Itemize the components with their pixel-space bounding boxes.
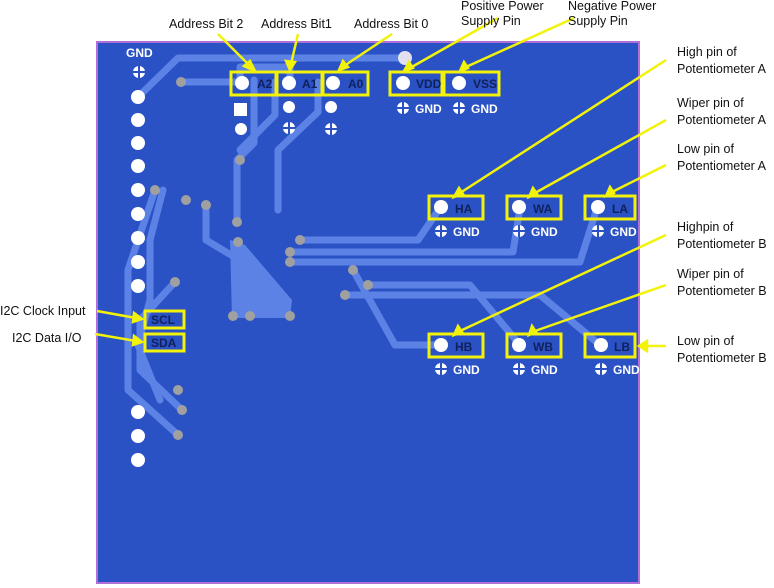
pin-label-wb: WB — [533, 340, 553, 354]
vdd-gnd: GND — [397, 102, 442, 116]
top-gnd-symbol — [133, 66, 145, 78]
pin-label-sda: SDA — [151, 336, 177, 350]
gnd-label-wb: GND — [531, 363, 558, 377]
callout-sda: I2C Data I/O — [12, 331, 82, 345]
pin-label-wa: WA — [533, 202, 553, 216]
header-pin-vss: VSS — [442, 70, 501, 97]
pin-label-la: LA — [612, 202, 628, 216]
pin-label-a0: A0 — [348, 77, 364, 91]
i2c-pin-scl: SCL — [143, 309, 186, 330]
pin-label-a2: A2 — [257, 77, 273, 91]
pin-label-ha: HA — [455, 202, 473, 216]
vss-gnd: GND — [453, 102, 498, 116]
pot-pin-ha: HA GND — [427, 194, 485, 239]
callout-scl: I2C Clock Input — [0, 304, 86, 318]
gnd-label-ha: GND — [453, 225, 480, 239]
pot-pin-wa: WA GND — [505, 194, 563, 239]
gnd-label-hb: GND — [453, 363, 480, 377]
pcb-board — [96, 41, 640, 584]
pin-label-a1: A1 — [302, 77, 318, 91]
vias — [150, 51, 412, 440]
gnd-label-wa: GND — [531, 225, 558, 239]
pot-pin-lb: LB GND — [583, 332, 640, 377]
vss-gnd-label: GND — [471, 102, 498, 116]
pot-pin-la: LA GND — [583, 194, 637, 239]
copper-pour — [230, 240, 292, 318]
header-pin-vdd: VDD — [388, 70, 444, 97]
pot-pin-wb: WB GND — [505, 332, 563, 377]
edge-connector-pads — [131, 90, 145, 467]
pin-label-lb: LB — [614, 340, 630, 354]
i2c-pin-sda: SDA — [143, 332, 186, 353]
gnd-label-la: GND — [610, 225, 637, 239]
callout-a0: Address Bit 0 — [354, 17, 428, 31]
pin-label-vss: VSS — [473, 77, 497, 91]
callout-a2: Address Bit 2 — [169, 17, 243, 31]
vdd-gnd-label: GND — [415, 102, 442, 116]
callout-a1: Address Bit1 — [261, 17, 332, 31]
gnd-label-lb: GND — [613, 363, 640, 377]
aux-pads — [234, 101, 337, 135]
pin-label-scl: SCL — [151, 313, 175, 327]
top-gnd-label: GND — [126, 46, 153, 60]
pin-label-vdd: VDD — [416, 77, 442, 91]
header-pin-a0: A0 — [321, 70, 370, 97]
callout-arrows — [94, 16, 667, 354]
pin-label-hb: HB — [455, 340, 473, 354]
